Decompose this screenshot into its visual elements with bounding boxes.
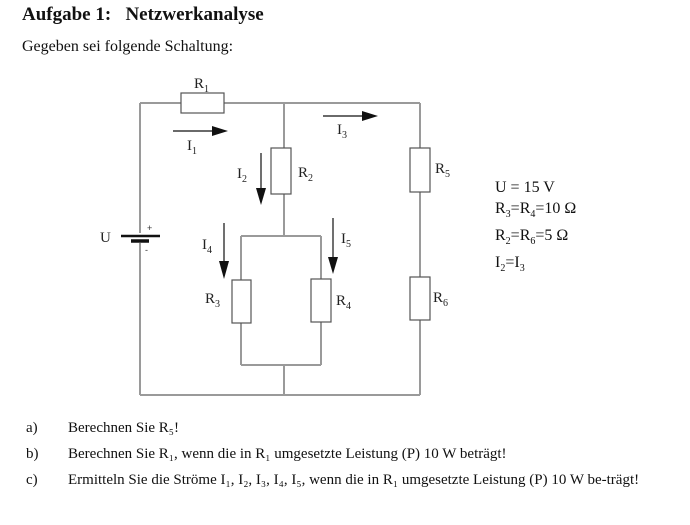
resistor-r2: R2 bbox=[270, 147, 313, 195]
resistor-r6-label: R6 bbox=[433, 290, 448, 309]
current-i2: I2 bbox=[237, 153, 266, 205]
intro-text: Gegeben sei folgende Schaltung: bbox=[22, 38, 234, 55]
current-i5-arrowhead bbox=[328, 257, 338, 274]
current-i2-label: I2 bbox=[237, 166, 247, 185]
current-i4-label: I4 bbox=[202, 237, 212, 256]
resistor-r3: R3 bbox=[205, 279, 252, 324]
given-i2-i3: I2=I3 bbox=[495, 254, 525, 275]
task-title: Aufgabe 1: Netzwerkanalyse bbox=[22, 4, 264, 25]
current-i3: I3 bbox=[323, 111, 378, 141]
resistor-r2-label: R2 bbox=[298, 165, 313, 184]
task-key: b) bbox=[26, 446, 39, 462]
current-i3-label: I3 bbox=[337, 122, 347, 141]
resistor-r6-body bbox=[409, 276, 431, 321]
wires bbox=[139, 102, 421, 396]
source-label: U bbox=[100, 230, 111, 246]
resistor-r3-body bbox=[231, 279, 252, 324]
resistor-r5-body bbox=[409, 147, 431, 193]
resistor-r6: R6 bbox=[409, 276, 448, 321]
given-r3-r4: R3=R4=10 Ω bbox=[495, 200, 577, 221]
resistor-r4-body bbox=[310, 278, 332, 323]
task-text: Ermitteln Sie die Ströme I₁, I₂, I₃, I₄,… bbox=[68, 472, 640, 488]
current-i5: I5 bbox=[328, 218, 351, 274]
resistor-r5: R5 bbox=[409, 147, 450, 193]
resistor-r2-body bbox=[270, 147, 292, 195]
task-text: Berechnen Sie R₁, wenn die in R₁ umgeset… bbox=[68, 446, 507, 462]
resistor-r4-label: R4 bbox=[336, 293, 351, 312]
current-i5-label: I5 bbox=[341, 231, 351, 250]
task-item-c: c) Ermitteln Sie die Ströme I₁, I₂, I₃, … bbox=[26, 470, 676, 490]
resistor-r1-body bbox=[180, 92, 225, 114]
current-i4: I4 bbox=[202, 223, 229, 279]
current-i1-label: I1 bbox=[187, 138, 197, 157]
resistor-r3-label: R3 bbox=[205, 291, 220, 310]
task-key: a) bbox=[26, 420, 38, 436]
current-i2-arrowhead bbox=[256, 188, 266, 205]
task-list: a) Berechnen Sie R₅! b) Berechnen Sie R₁… bbox=[26, 418, 676, 496]
source-plus-sign: + bbox=[147, 223, 152, 233]
task-key: c) bbox=[26, 472, 38, 488]
current-i1-arrowhead bbox=[212, 126, 228, 136]
given-values: U = 15 V R3=R4=10 Ω R2=R6=5 Ω I2=I3 bbox=[495, 177, 576, 280]
task-item-b: b) Berechnen Sie R₁, wenn die in R₁ umge… bbox=[26, 444, 676, 464]
current-i3-arrowhead bbox=[362, 111, 378, 121]
resistor-r1: R1 bbox=[180, 76, 225, 114]
current-i4-arrowhead bbox=[219, 261, 229, 279]
given-voltage: U = 15 V bbox=[495, 179, 555, 196]
task-text: Berechnen Sie R₅! bbox=[68, 420, 180, 436]
given-r2-r6: R2=R6=5 Ω bbox=[495, 227, 569, 248]
task-item-a: a) Berechnen Sie R₅! bbox=[26, 418, 676, 438]
voltage-source: U + - bbox=[100, 223, 160, 255]
source-minus-sign: - bbox=[145, 245, 148, 255]
current-i1: I1 bbox=[173, 126, 228, 157]
resistor-r5-label: R5 bbox=[435, 161, 450, 180]
resistor-r1-label: R1 bbox=[194, 76, 209, 95]
resistor-r4: R4 bbox=[310, 278, 351, 323]
